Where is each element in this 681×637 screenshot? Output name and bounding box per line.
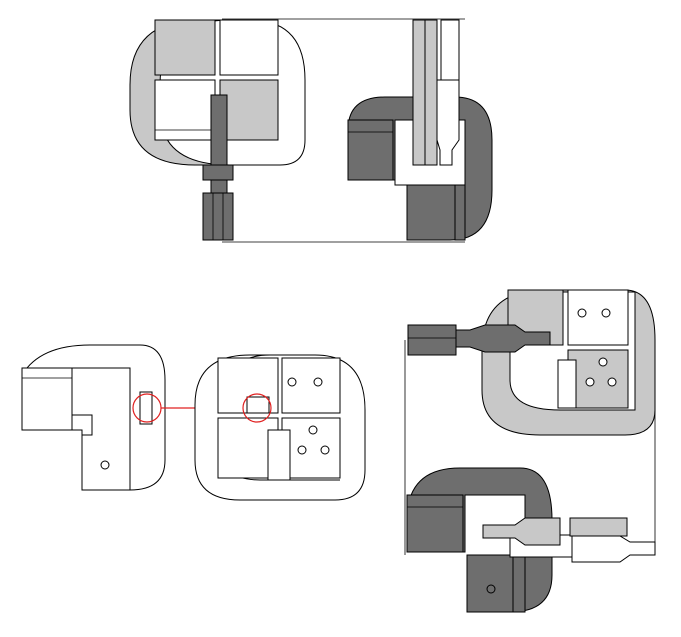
upper-hole-5: [607, 377, 617, 387]
middle-hole-5: [320, 445, 330, 455]
dark-right-strip: [454, 184, 466, 241]
upper-assembly: [407, 289, 656, 436]
middle-hole-3: [308, 425, 318, 435]
lower-gray-pin: [482, 517, 561, 546]
shaft-base: [202, 192, 234, 241]
top-section: [129, 18, 493, 243]
top-left-component: [129, 19, 306, 241]
pin-top: [440, 19, 460, 81]
upper-dark-pin: [455, 324, 551, 353]
lower-dark-left-block: [406, 494, 464, 553]
dark-left-block: [347, 119, 394, 181]
upper-white-block: [567, 289, 629, 346]
upper-hole-3: [598, 357, 608, 367]
middle-slot: [267, 429, 291, 481]
tall-rod-left: [412, 19, 426, 166]
middle-hole-1: [287, 377, 297, 387]
middle-hole-2: [313, 377, 323, 387]
upper-slot: [557, 359, 577, 409]
upper-right-block: [219, 19, 279, 76]
left-part-hole: [100, 460, 110, 470]
left-part-block: [21, 367, 73, 431]
upper-dark-plug: [407, 324, 457, 356]
left-part-body: [71, 367, 131, 491]
middle-notch: [246, 396, 270, 414]
highlight-circle-right: [242, 393, 272, 423]
bottom-middle-part: [194, 354, 366, 501]
upper-hole-4: [585, 377, 595, 387]
bottom-left-part: [21, 344, 243, 491]
upper-left-block: [154, 19, 216, 76]
lower-right-block: [219, 79, 279, 141]
lower-assembly: [406, 467, 656, 613]
lower-left-block: [154, 79, 216, 141]
lower-dark-strip: [512, 554, 526, 613]
top-right-component: [347, 19, 493, 241]
pin-tip: [436, 79, 460, 166]
shaft-collar: [202, 164, 234, 181]
tall-rod-right: [424, 19, 438, 166]
upper-lower-gray-block: [567, 349, 629, 409]
left-part-tab: [139, 391, 153, 425]
upper-hole-1: [577, 308, 587, 318]
middle-hole-4: [297, 445, 307, 455]
upper-hole-2: [601, 308, 611, 318]
bottom-right-section: [404, 289, 656, 613]
lower-white-pin: [571, 535, 656, 563]
lower-hole: [486, 584, 496, 594]
lower-gray-bar: [569, 517, 628, 537]
bottom-left-section: [21, 344, 366, 501]
